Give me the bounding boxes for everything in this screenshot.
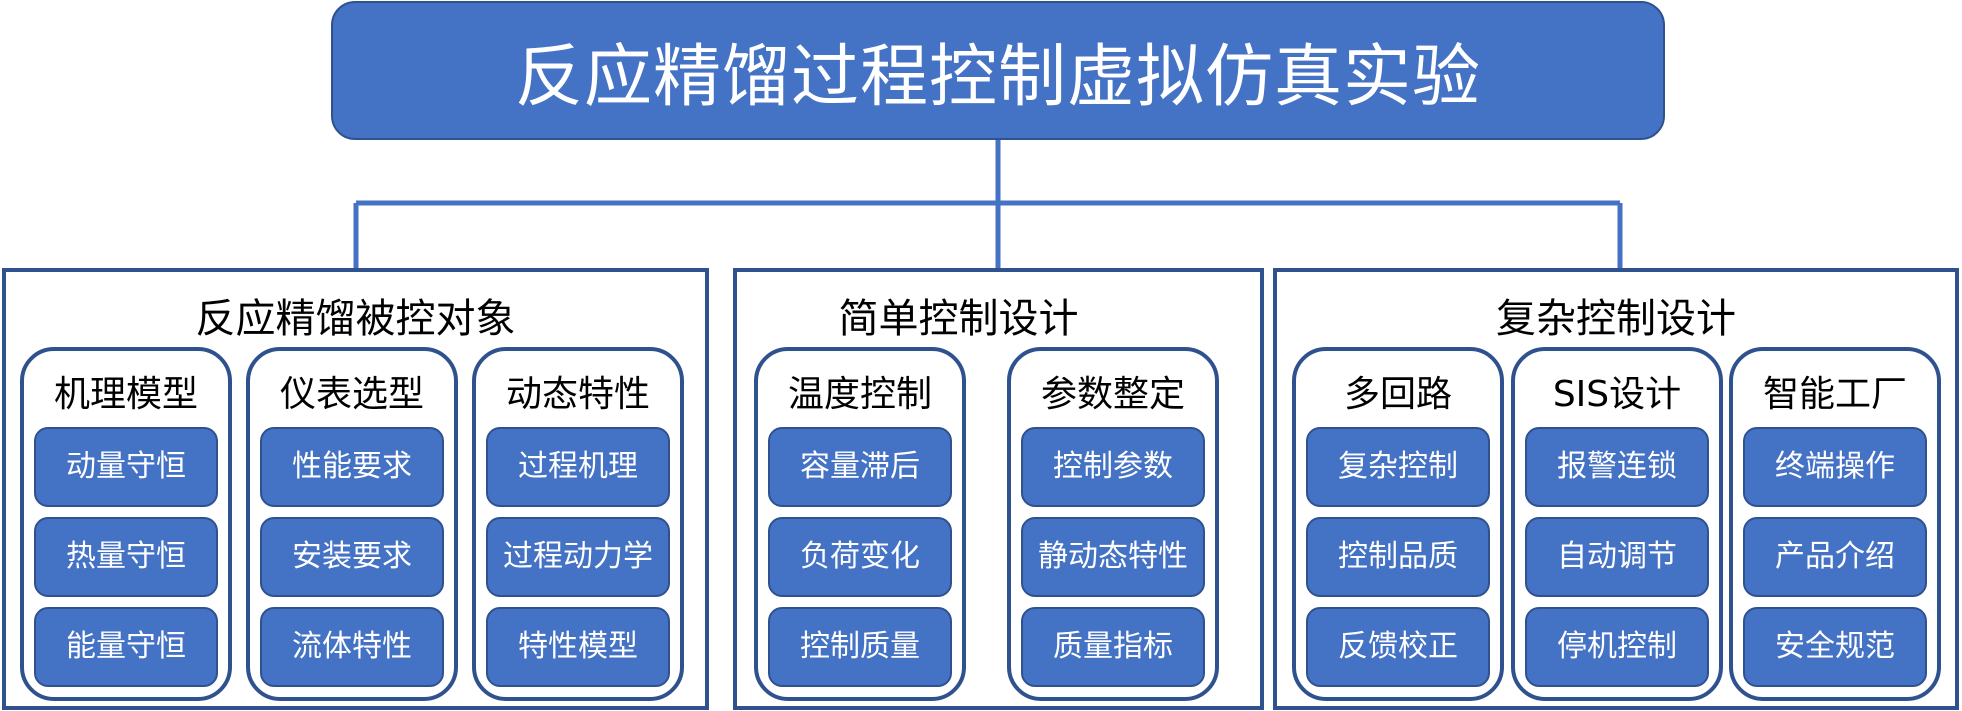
item-node: 报警连锁 — [1525, 427, 1709, 507]
item-node: 静动态特性 — [1021, 517, 1205, 597]
section-title: 复杂控制设计 — [1496, 296, 1736, 342]
root-node: 反应精馏过程控制虚拟仿真实验 — [331, 1, 1665, 140]
item-node: 停机控制 — [1525, 607, 1709, 687]
item-node: 质量指标 — [1021, 607, 1205, 687]
item-node: 性能要求 — [260, 427, 444, 507]
section-complex-control-design: 复杂控制设计 多回路 复杂控制 控制品质 反馈校正 SIS设计 报警连锁 自动调… — [1273, 268, 1959, 710]
group-temperature-control: 温度控制 容量滞后 负荷变化 控制质量 — [754, 347, 966, 701]
item-node: 安全规范 — [1743, 607, 1927, 687]
item-node: 控制参数 — [1021, 427, 1205, 507]
item-node: 反馈校正 — [1306, 607, 1490, 687]
item-node: 控制质量 — [768, 607, 952, 687]
group-multi-loop: 多回路 复杂控制 控制品质 反馈校正 — [1292, 347, 1504, 701]
item-node: 自动调节 — [1525, 517, 1709, 597]
item-node: 负荷变化 — [768, 517, 952, 597]
diagram-title: 反应精馏过程控制虚拟仿真实验 — [514, 38, 1481, 117]
group-dynamic-characteristics: 动态特性 过程机理 过程动力学 特性模型 — [472, 347, 684, 701]
section-simple-control-design: 简单控制设计 温度控制 容量滞后 负荷变化 控制质量 参数整定 控制参数 静动态… — [733, 268, 1264, 710]
item-node: 复杂控制 — [1306, 427, 1490, 507]
group-title: 参数整定 — [1040, 374, 1185, 415]
section-title: 简单控制设计 — [838, 296, 1079, 342]
group-mechanism-model: 机理模型 动量守恒 热量守恒 能量守恒 — [20, 347, 232, 701]
section-controlled-object: 反应精馏被控对象 机理模型 动量守恒 热量守恒 能量守恒 仪表选型 性能要求 安… — [2, 268, 709, 710]
item-node: 容量滞后 — [768, 427, 952, 507]
item-node: 动量守恒 — [34, 427, 218, 507]
item-node: 过程机理 — [486, 427, 670, 507]
group-title: 多回路 — [1343, 374, 1452, 415]
item-node: 能量守恒 — [34, 607, 218, 687]
item-node: 特性模型 — [486, 607, 670, 687]
group-title: SIS设计 — [1552, 374, 1682, 415]
group-parameter-tuning: 参数整定 控制参数 静动态特性 质量指标 — [1007, 347, 1219, 701]
section-title: 反应精馏被控对象 — [195, 296, 516, 342]
group-smart-factory: 智能工厂 终端操作 产品介绍 安全规范 — [1729, 347, 1941, 701]
group-title: 仪表选型 — [279, 374, 424, 415]
item-node: 控制品质 — [1306, 517, 1490, 597]
item-node: 终端操作 — [1743, 427, 1927, 507]
group-instrument-selection: 仪表选型 性能要求 安装要求 流体特性 — [246, 347, 458, 701]
group-sis-design: SIS设计 报警连锁 自动调节 停机控制 — [1511, 347, 1723, 701]
group-title: 动态特性 — [505, 374, 650, 415]
item-node: 流体特性 — [260, 607, 444, 687]
group-title: 温度控制 — [787, 374, 932, 415]
group-title: 机理模型 — [53, 374, 198, 415]
item-node: 过程动力学 — [486, 517, 670, 597]
group-title: 智能工厂 — [1762, 374, 1907, 415]
item-node: 热量守恒 — [34, 517, 218, 597]
item-node: 安装要求 — [260, 517, 444, 597]
item-node: 产品介绍 — [1743, 517, 1927, 597]
